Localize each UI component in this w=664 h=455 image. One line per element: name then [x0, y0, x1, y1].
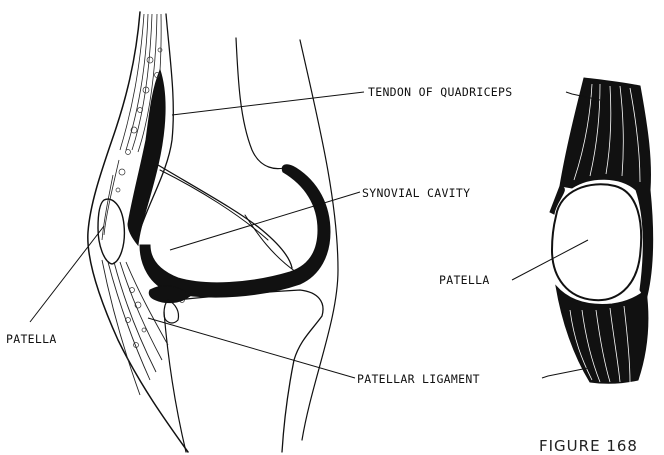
- figure-caption: FIGURE 168: [539, 437, 638, 455]
- knee-section-drawing: [88, 12, 338, 452]
- tibia: [176, 290, 323, 452]
- patella-right: [552, 184, 641, 300]
- synovial-cavity: [140, 165, 330, 297]
- femur-condyle: [158, 165, 292, 268]
- label-tendon-of-quadriceps: TENDON OF QUADRICEPS: [368, 85, 512, 99]
- patella-front-drawing: [550, 78, 653, 383]
- patella-left: [98, 199, 124, 264]
- label-patellar-ligament: PATELLAR LIGAMENT: [357, 372, 480, 386]
- label-synovial-cavity: SYNOVIAL CAVITY: [362, 186, 470, 200]
- label-patella-right: PATELLA: [439, 273, 490, 287]
- label-patella-left: PATELLA: [6, 332, 57, 346]
